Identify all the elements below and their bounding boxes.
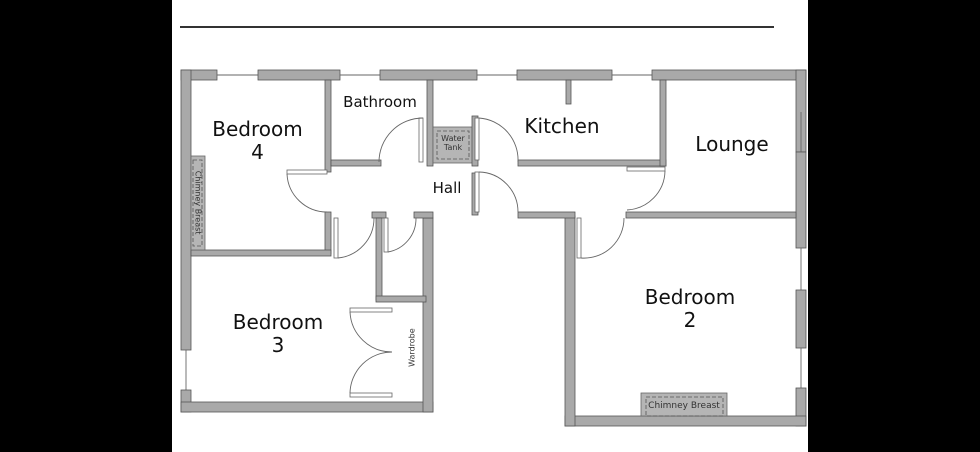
water-tank-line2: Tank — [443, 143, 463, 153]
wall-lounge-bottom — [625, 211, 797, 219]
door-wardrobe-lower[interactable] — [349, 392, 393, 398]
wall-top — [516, 69, 613, 81]
wall-hall-bottom-left — [413, 211, 434, 219]
door-bedroom4[interactable] — [286, 169, 328, 175]
room-label-bedroom3: Bedroom 3 — [218, 311, 338, 357]
wall-bedroom3-right — [422, 217, 434, 413]
wall-cupboard-bottom — [375, 295, 427, 303]
wall-bottom-right — [564, 415, 807, 427]
door-swing — [387, 217, 417, 253]
wall-kitchen-bottom — [517, 159, 667, 167]
room-label-kitchen: Kitchen — [524, 114, 600, 138]
room-name: Bedroom — [212, 117, 303, 141]
door-cupboard[interactable] — [383, 217, 389, 253]
water-tank-line1: Water — [441, 134, 465, 143]
wall-bedroom4-bottom — [190, 249, 332, 257]
floorplan-page: Bedroom 4 Bathroom Kitchen Lounge Hall B… — [172, 0, 808, 452]
wall-top — [379, 69, 478, 81]
chimney-breast-outline — [192, 159, 203, 247]
room-name: Bedroom — [644, 285, 736, 309]
door-hall-right[interactable] — [474, 171, 480, 213]
chimney-breast-bedroom2-label: Chimney Breast — [648, 401, 720, 411]
wall-kitchen-stub — [565, 79, 572, 105]
door-bedroom2[interactable] — [576, 217, 582, 259]
water-tank — [432, 126, 474, 164]
chimney-breast-outline — [645, 396, 724, 417]
wardrobe-label: Wardrobe — [407, 328, 417, 367]
door-swing — [349, 351, 393, 394]
door-bedroom3[interactable] — [333, 217, 339, 259]
door-lounge[interactable] — [626, 166, 666, 172]
room-label-bathroom: Bathroom — [343, 93, 417, 111]
chimney-breast-bedroom4-label: Chimney Breast — [193, 170, 203, 235]
room-number: 4 — [251, 140, 264, 164]
room-label-lounge: Lounge — [695, 132, 769, 156]
wall-left — [180, 69, 192, 351]
wall-bedroom2-left — [564, 215, 576, 427]
wall-bathroom-bottom — [330, 159, 382, 167]
door-swing — [626, 170, 666, 211]
room-name: Bedroom — [232, 310, 324, 334]
door-swing — [286, 173, 328, 213]
room-label-bedroom2: Bedroom 2 — [630, 286, 750, 332]
wall-top — [257, 69, 341, 81]
wall-right — [795, 151, 807, 249]
door-bathroom[interactable] — [418, 117, 424, 163]
door-kitchen[interactable] — [474, 117, 480, 161]
water-tank-label: Water Tank — [435, 134, 471, 152]
wall-hall-bottom — [517, 211, 576, 219]
chimney-breast-bedroom4 — [190, 155, 206, 251]
wall-lounge-left — [659, 79, 667, 167]
room-number: 3 — [271, 333, 285, 357]
door-swing — [337, 217, 375, 259]
room-number: 2 — [683, 308, 697, 332]
water-tank-outline — [436, 130, 470, 160]
wall-bedroom4-right — [324, 79, 332, 173]
door-swing — [478, 171, 519, 213]
door-wardrobe-upper[interactable] — [349, 307, 393, 313]
door-swing — [478, 117, 519, 163]
wall-bathroom-right — [426, 79, 434, 167]
room-label-bedroom4: Bedroom 4 — [200, 118, 315, 164]
wall-right — [795, 289, 807, 349]
door-swing — [580, 217, 625, 259]
room-label-hall: Hall — [432, 179, 462, 197]
wall-hall-bottom-left — [371, 211, 387, 219]
door-swing — [378, 117, 424, 163]
floorplan-drawing — [180, 26, 807, 427]
wall-top — [651, 69, 807, 81]
wall-bottom-left — [180, 401, 434, 413]
door-swing — [349, 311, 393, 353]
wall-bedroom4-right — [324, 211, 332, 255]
wall-cupboard-left — [375, 217, 383, 301]
